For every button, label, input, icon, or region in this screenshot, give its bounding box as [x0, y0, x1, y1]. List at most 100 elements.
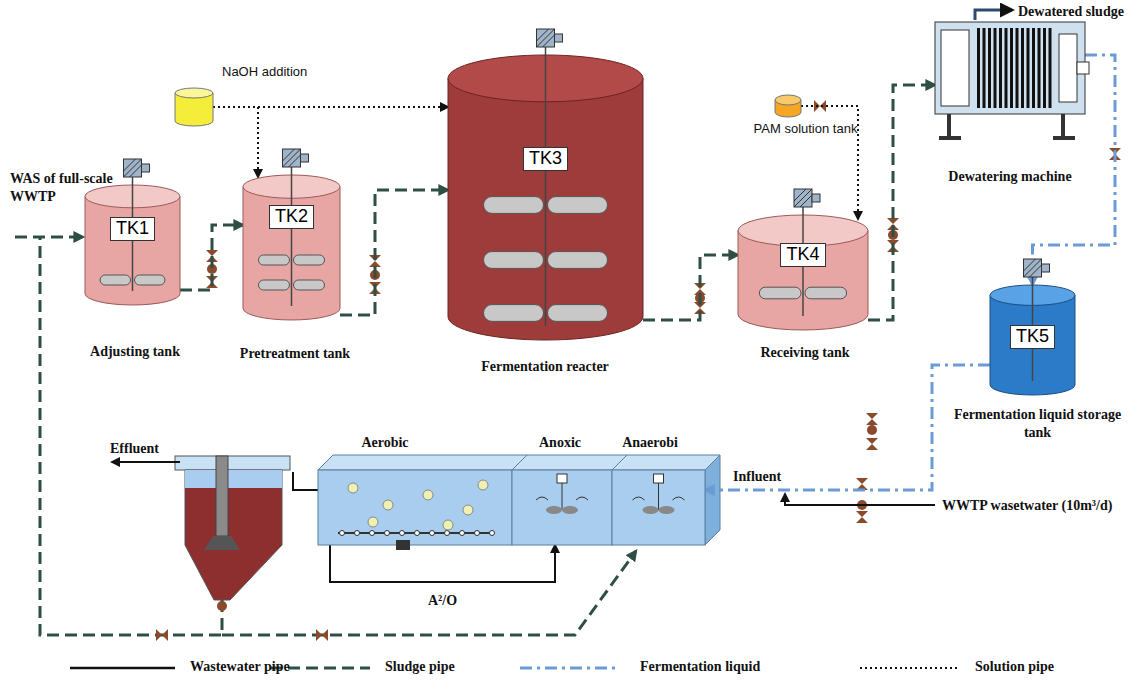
stirrer-motor: [1024, 259, 1042, 277]
tank-node: Anaerobi: [612, 470, 705, 545]
drawing-part: [866, 413, 878, 425]
tank-caption: Aerobic: [335, 434, 435, 452]
filter-plate: [1032, 28, 1035, 108]
diffuser-dot: [430, 531, 435, 536]
motor-hatch: [283, 149, 301, 167]
stirrer-motor: [794, 189, 812, 207]
impeller: [759, 287, 801, 299]
impeller: [484, 197, 544, 214]
mixer-motor: [654, 474, 664, 483]
stirrer-shaft: [545, 47, 547, 326]
mixer-blade: [562, 506, 578, 514]
filter-plate: [1027, 28, 1030, 108]
legend-text: Fermentation liquid: [640, 659, 760, 675]
air-bubble: [423, 490, 433, 500]
diffuser-dot: [460, 531, 465, 536]
filter-plate: [988, 28, 991, 108]
tank-caption: Anoxic: [520, 434, 600, 452]
air-bubble: [383, 500, 393, 510]
tank-node: TK5Fermentation liquid storage tank: [990, 285, 1075, 395]
impeller: [548, 252, 608, 269]
flow-label: WWTP wasetwater (10m³/d): [942, 497, 1132, 515]
machine-body: [935, 22, 1085, 114]
drawing-part: [156, 629, 168, 641]
tank-caption: Fermentation liquid storage tank: [945, 406, 1130, 441]
pipe-connector: [330, 545, 555, 582]
drawing-part: [856, 511, 868, 523]
tank-shape: [775, 95, 801, 117]
legend-text: Wastewater pipe: [190, 659, 290, 675]
impeller: [548, 305, 608, 322]
filter-plate: [1016, 28, 1019, 108]
drawing-part: [316, 629, 328, 641]
drawing-part: [512, 455, 627, 470]
diffuser-dot: [475, 531, 480, 536]
basin: [318, 470, 512, 545]
filter-plate: [983, 28, 986, 108]
pipe-connector: [705, 365, 990, 490]
diffuser-dot: [385, 531, 390, 536]
basin: [612, 470, 705, 545]
filter-plate: [999, 28, 1002, 108]
tank-node: TK3Fermentation reacter: [448, 55, 643, 340]
tank-shape: [738, 215, 868, 330]
tank-node: TK4Receiving tank: [738, 215, 868, 330]
drawing-part: [70, 667, 175, 670]
diffuser-dot: [490, 531, 495, 536]
drawing-part: [318, 455, 527, 470]
tank-shape: [935, 22, 1085, 114]
tank-id: TK5: [1010, 325, 1055, 349]
tank-caption: Dewatering machine: [930, 168, 1090, 186]
pipe-connector: [340, 190, 448, 315]
tank-shape: [448, 55, 643, 340]
motor-box: [1042, 264, 1050, 272]
drawing-part: [15, 236, 83, 239]
tank-caption: Adjusting tank: [70, 343, 200, 361]
pipe-connector: [643, 255, 738, 320]
pipe-connector: [868, 85, 935, 320]
tank-node: TK2Pretreatment tank: [243, 175, 340, 320]
air-bubble: [348, 483, 358, 493]
pipe-connector: [180, 225, 243, 290]
filter-plate: [977, 28, 980, 108]
drawing-part: [222, 551, 636, 635]
tank-caption: Pretreatment tank: [220, 345, 370, 363]
impeller: [484, 252, 544, 269]
impeller: [258, 255, 289, 265]
tank-node: Aerobic: [318, 470, 512, 545]
tank-node: TK1Adjusting tank: [85, 185, 180, 305]
flow-label: Effluent: [110, 440, 180, 458]
drawing-part: [293, 472, 318, 490]
drawing-part: [856, 478, 868, 490]
impeller: [258, 280, 289, 290]
air-bubble: [368, 517, 378, 527]
filter-plate: [1043, 28, 1046, 108]
diffuser-dot: [370, 531, 375, 536]
tank-top: [175, 88, 213, 98]
impeller: [100, 275, 130, 285]
diffuser-dot: [445, 531, 450, 536]
flow-label: Influent: [733, 468, 795, 486]
machine-leg: [939, 114, 1075, 138]
filter-plate: [1038, 28, 1041, 108]
drawing-part: [216, 456, 228, 536]
drawing-part: [705, 455, 720, 545]
diffuser-dot: [340, 531, 345, 536]
mixer-blade: [546, 506, 562, 514]
tank-node: Anoxic: [512, 470, 612, 545]
motor-box: [812, 194, 820, 202]
mixing-arrow: [536, 497, 588, 500]
tank-node: NaOH addition: [175, 88, 213, 126]
tank-shape: [318, 470, 512, 545]
drawing-part: [520, 667, 620, 670]
stirrer-motor: [124, 159, 142, 177]
tank-caption: Receiving tank: [730, 344, 880, 362]
tank-caption: Anaerobi: [605, 434, 695, 452]
impeller: [484, 305, 544, 322]
drawing-part: [785, 494, 935, 505]
drawing-part: [175, 456, 290, 470]
tank-shape: [243, 175, 340, 320]
machine-head: [941, 30, 969, 106]
drawing-part: [612, 455, 720, 470]
basin: [512, 470, 612, 545]
